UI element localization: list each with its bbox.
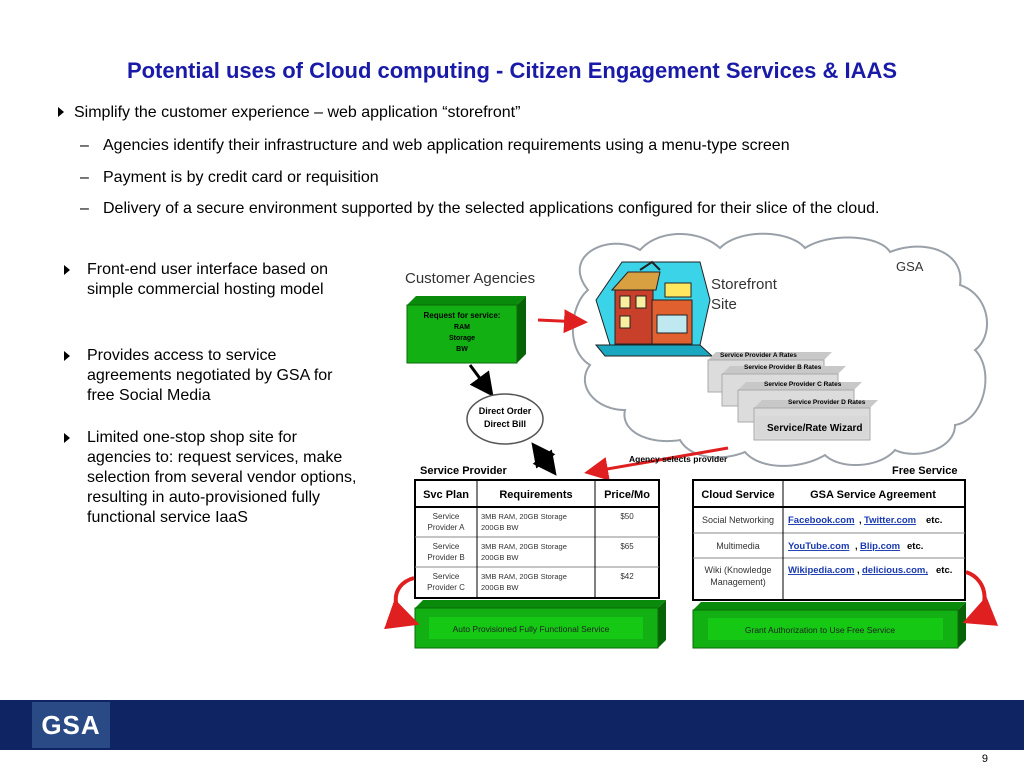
dash-icon: – — [80, 169, 89, 186]
bullet-arrow-icon — [58, 107, 64, 117]
arrow-to-service-provider — [531, 442, 557, 476]
fs-etc: etc. — [936, 565, 952, 576]
fs-link[interactable]: Facebook.com — [788, 515, 855, 526]
grant-authorization-label: Grant Authorization to Use Free Service — [745, 625, 896, 635]
sp-header: Requirements — [499, 489, 572, 501]
free-service-table — [692, 479, 966, 601]
direct-order-ellipse — [466, 393, 544, 445]
fs-header: GSA Service Agreement — [810, 489, 936, 501]
sp-plan: Service — [433, 572, 460, 581]
sp-req: 3MB RAM, 20GB Storage — [481, 542, 567, 551]
fs-header: Cloud Service — [701, 489, 774, 501]
sub-bullet-text: Agencies identify their infrastructure a… — [103, 137, 790, 154]
bullet-arrow-icon — [64, 433, 70, 443]
rate-cards-stack — [707, 352, 878, 441]
fs-service: Management) — [710, 577, 766, 587]
fs-link[interactable]: delicious.com, — [862, 565, 928, 576]
sp-plan: Service — [433, 542, 460, 551]
sp-plan: Provider A — [428, 523, 466, 532]
fs-link[interactable]: Blip.com — [860, 541, 900, 552]
sp-req: 3MB RAM, 20GB Storage — [481, 512, 567, 521]
fs-link[interactable]: YouTube.com — [788, 541, 849, 552]
left-bullet-text: Provides access to service agreements ne… — [87, 347, 333, 404]
arrow-to-storefront — [537, 309, 588, 334]
svg-text:,: , — [857, 565, 860, 576]
free-service-label: Free Service — [892, 465, 957, 477]
direct-order-label: Direct Bill — [484, 419, 526, 429]
rate-card-label: Service Provider D Rates — [788, 399, 866, 406]
request-line: Request for service: — [424, 311, 501, 320]
service-provider-table — [414, 479, 660, 599]
main-bullet-text: Simplify the customer experience – web a… — [74, 104, 521, 121]
rate-card-label: Service Provider B Rates — [744, 364, 822, 371]
fs-etc: etc. — [926, 515, 942, 526]
request-line: RAM — [454, 324, 470, 331]
agency-selects-label: Agency selects provider — [629, 454, 728, 464]
storefront-label: Storefront — [711, 276, 778, 293]
direct-order-label: Direct Order — [479, 406, 532, 416]
fs-service: Wiki (Knowledge — [704, 565, 771, 575]
request-box — [406, 296, 526, 364]
agency-selects-arrow — [584, 446, 729, 481]
footer-bar — [0, 700, 1024, 750]
right-curved-arrow — [962, 570, 999, 626]
page-number: 9 — [981, 753, 988, 765]
dash-icon: – — [80, 200, 89, 217]
rate-wizard-label: Service/Rate Wizard — [767, 423, 863, 434]
rate-card-label: Service Provider A Rates — [720, 352, 797, 359]
fs-service: Multimedia — [716, 541, 760, 551]
arrow-to-direct-order — [468, 364, 494, 397]
bullet-arrow-icon — [64, 351, 70, 361]
sp-plan: Provider B — [427, 553, 464, 562]
left-bullet-text: Limited one-stop shop site for agencies … — [87, 429, 357, 526]
fs-service: Social Networking — [702, 515, 774, 525]
sp-req: 200GB BW — [481, 553, 519, 562]
sp-price: $65 — [620, 542, 634, 551]
request-line: Storage — [449, 335, 475, 342]
sp-req: 3MB RAM, 20GB Storage — [481, 572, 567, 581]
sp-req: 200GB BW — [481, 523, 519, 532]
left-curved-arrow — [384, 576, 420, 630]
sp-header: Svc Plan — [423, 489, 469, 501]
svg-text:,: , — [859, 515, 862, 526]
fs-link[interactable]: Twitter.com — [864, 515, 916, 526]
sub-bullet-text: Delivery of a secure environment support… — [103, 200, 880, 217]
rate-card-label: Service Provider C Rates — [764, 381, 842, 388]
request-line: BW — [456, 346, 468, 353]
sp-req: 200GB BW — [481, 583, 519, 592]
cloud-label: GSA — [896, 259, 924, 274]
main-bullet: Simplify the customer experience – web a… — [58, 104, 520, 122]
gsa-logo: GSA — [32, 702, 110, 748]
sub-bullet-text: Payment is by credit card or requisition — [103, 169, 379, 186]
auto-provisioned-label: Auto Provisioned Fully Functional Servic… — [453, 624, 610, 634]
dash-icon: – — [80, 137, 89, 154]
sp-price: $50 — [620, 512, 634, 521]
service-provider-label: Service Provider — [420, 465, 508, 477]
fs-link[interactable]: Wikipedia.com — [788, 565, 854, 576]
bullet-arrow-icon — [64, 265, 70, 275]
sp-plan: Provider C — [427, 583, 465, 592]
auto-provisioned-bar — [414, 600, 666, 649]
grant-authorization-bar — [692, 602, 966, 649]
customer-agencies-label: Customer Agencies — [405, 270, 535, 287]
left-bullet-text: Front-end user interface based on simple… — [87, 261, 329, 298]
sp-price: $42 — [620, 572, 634, 581]
slide-title: Potential uses of Cloud computing - Citi… — [126, 58, 898, 83]
sp-header: Price/Mo — [604, 489, 650, 501]
storefront-icon — [594, 260, 714, 357]
fs-etc: etc. — [907, 541, 923, 552]
svg-text:,: , — [855, 541, 858, 552]
sp-plan: Service — [433, 512, 460, 521]
storefront-label: Site — [711, 296, 737, 313]
